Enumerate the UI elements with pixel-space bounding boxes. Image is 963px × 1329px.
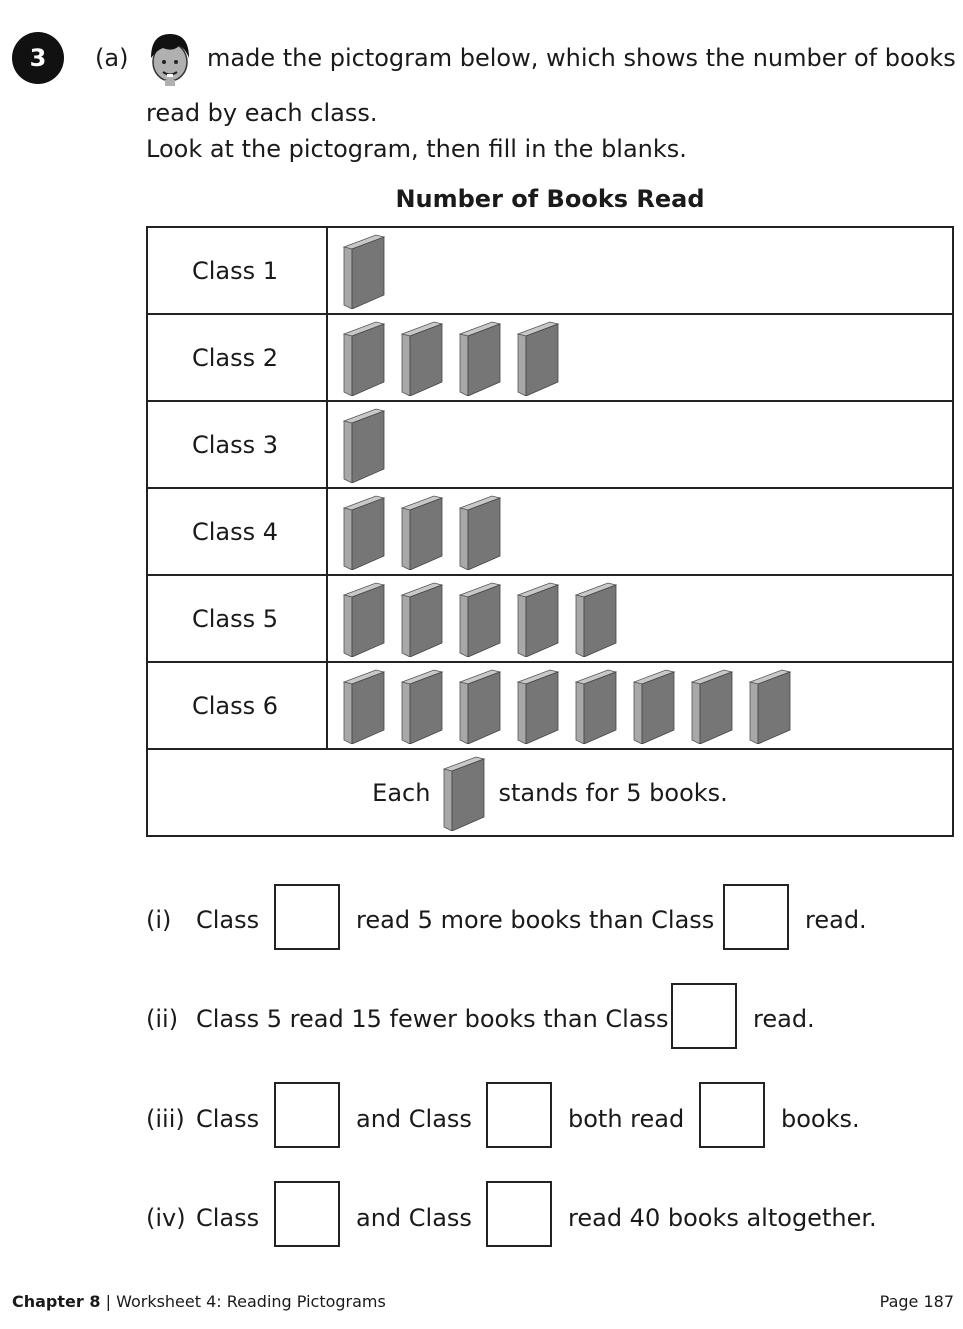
question-line-2: read by each class. (146, 99, 378, 127)
pictogram-row: Class 2 (146, 313, 954, 402)
pictogram-row: Class 4 (146, 487, 954, 576)
class-label: Class 2 (146, 313, 328, 402)
class-label: Class 4 (146, 487, 328, 576)
item-i-text-2: read 5 more books than Class (356, 906, 715, 934)
pictogram-key: Each stands for 5 books. (146, 748, 954, 837)
item-ii-text-2: read. (753, 1005, 815, 1033)
item-iv-text-2: and Class (356, 1204, 472, 1232)
footer-worksheet: Worksheet 4: Reading Pictograms (116, 1292, 386, 1311)
book-icon (632, 668, 676, 745)
book-icon (342, 233, 386, 310)
book-icons-cell (326, 487, 954, 576)
pictogram-row: Class 6 (146, 661, 954, 750)
item-i-text-1: Class (196, 906, 260, 934)
book-icon (400, 320, 444, 397)
answer-box-ii-1[interactable] (671, 983, 737, 1049)
book-icons-cell (326, 313, 954, 402)
book-icon (342, 407, 386, 484)
book-icons-cell (326, 661, 954, 750)
pictogram-row: Class 1 (146, 226, 954, 315)
answer-box-i-2[interactable] (723, 884, 789, 950)
book-icon (458, 668, 502, 745)
item-ii-label: (ii) (146, 1005, 179, 1033)
question-line-3: Look at the pictogram, then fill in the … (146, 135, 687, 163)
book-icon (516, 668, 560, 745)
class-label: Class 5 (146, 574, 328, 663)
book-icon (574, 581, 618, 658)
part-label: (a) (95, 44, 129, 72)
key-each-text: Each (372, 778, 431, 807)
book-icons-cell (326, 400, 954, 489)
class-label: Class 6 (146, 661, 328, 750)
book-icon (516, 581, 560, 658)
book-icon (400, 581, 444, 658)
item-iii-label: (iii) (146, 1105, 185, 1133)
book-icon (690, 668, 734, 745)
key-book-icon (442, 755, 486, 832)
key-stands-for-text: stands for 5 books. (498, 778, 728, 807)
question-number-badge: 3 (12, 32, 64, 84)
item-iii-text-2: and Class (356, 1105, 472, 1133)
page-footer: Chapter 8 | Worksheet 4: Reading Pictogr… (12, 1292, 386, 1311)
footer-separator: | (105, 1292, 111, 1311)
book-icon (458, 494, 502, 571)
book-icon (516, 320, 560, 397)
pictogram-row: Class 5 (146, 574, 954, 663)
book-icon (458, 320, 502, 397)
book-icons-cell (326, 226, 954, 315)
question-line-1: made the pictogram below, which shows th… (207, 44, 956, 72)
boy-avatar-icon (151, 34, 189, 86)
item-i-label: (i) (146, 906, 172, 934)
class-label: Class 3 (146, 400, 328, 489)
book-icon (458, 581, 502, 658)
item-ii-text-1: Class 5 read 15 fewer books than Class (196, 1005, 669, 1033)
book-icon (342, 494, 386, 571)
pictogram-key-row: Each stands for 5 books. (146, 748, 954, 837)
answer-box-i-1[interactable] (274, 884, 340, 950)
item-iii-text-1: Class (196, 1105, 260, 1133)
item-iv-label: (iv) (146, 1204, 186, 1232)
answer-box-iii-2[interactable] (486, 1082, 552, 1148)
class-label: Class 1 (146, 226, 328, 315)
book-icon (748, 668, 792, 745)
book-icon (342, 668, 386, 745)
item-i-text-3: read. (805, 906, 867, 934)
pictogram-row: Class 3 (146, 400, 954, 489)
book-icon (342, 581, 386, 658)
item-iii-text-3: both read (568, 1105, 685, 1133)
footer-chapter: Chapter 8 (12, 1292, 101, 1311)
book-icon (574, 668, 618, 745)
item-iii-text-4: books. (781, 1105, 860, 1133)
item-iv-text-1: Class (196, 1204, 260, 1232)
answer-box-iii-1[interactable] (274, 1082, 340, 1148)
answer-box-iv-2[interactable] (486, 1181, 552, 1247)
book-icons-cell (326, 574, 954, 663)
book-icon (342, 320, 386, 397)
footer-page-number: Page 187 (879, 1292, 954, 1311)
answer-box-iv-1[interactable] (274, 1181, 340, 1247)
item-iv-text-3: read 40 books altogether. (568, 1204, 877, 1232)
answer-box-iii-3[interactable] (699, 1082, 765, 1148)
book-icon (400, 668, 444, 745)
book-icon (400, 494, 444, 571)
pictogram-title: Number of Books Read (395, 185, 705, 213)
